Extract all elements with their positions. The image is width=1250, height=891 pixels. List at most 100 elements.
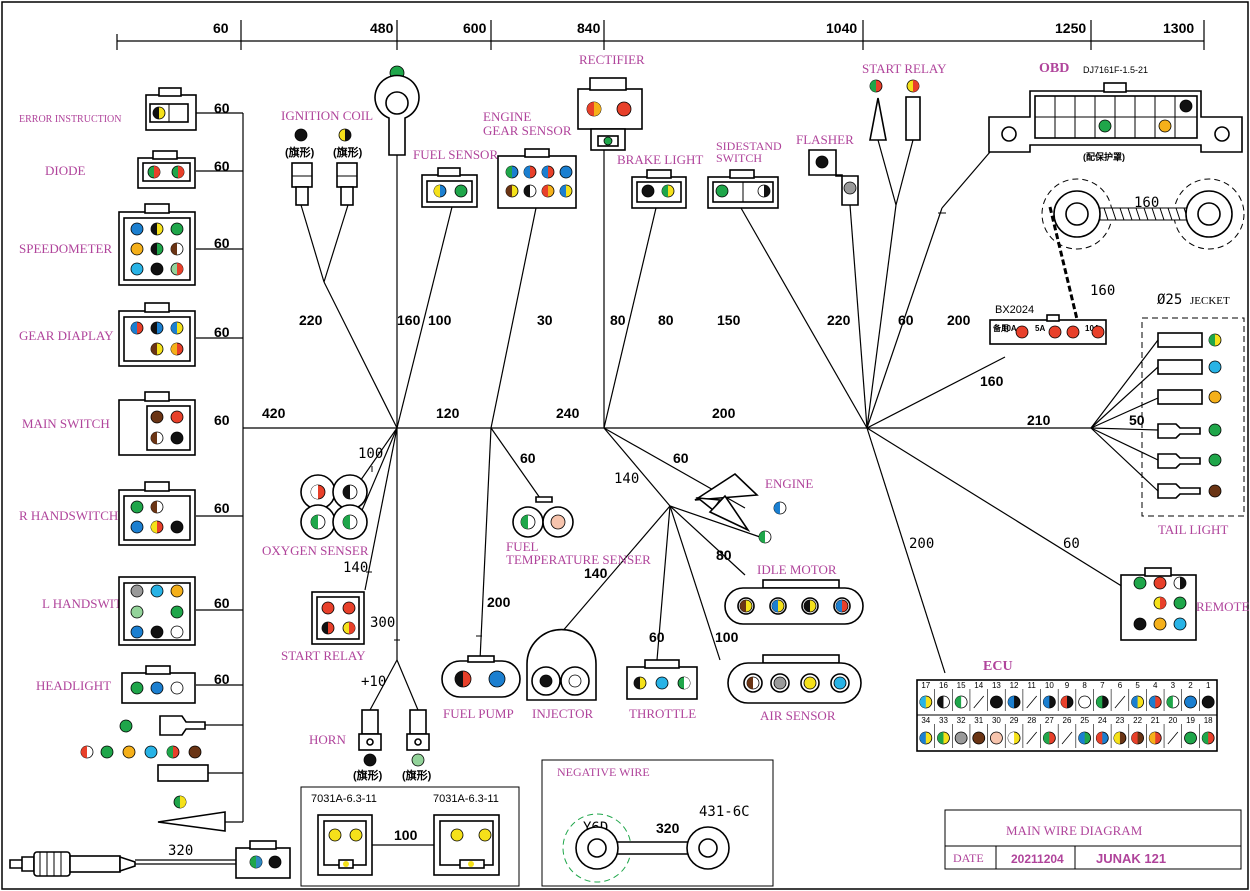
ecu-pin-number: 12 bbox=[1010, 681, 1019, 690]
length-error: 60 bbox=[214, 100, 230, 116]
scale-label-60: 60 bbox=[213, 20, 229, 36]
wire-length-labels: 60 60 60 60 60 60 60 60 420 220 160 100 … bbox=[168, 100, 1159, 859]
connector-rectifier: RECTIFIER bbox=[577, 52, 645, 151]
ecu-pin-half bbox=[1096, 696, 1103, 708]
length-bx-160: 160 bbox=[1090, 283, 1115, 299]
ecu-pin-number: 29 bbox=[1010, 716, 1019, 725]
box-connector-pair: 7031A-6.3-11 7031A-6.3-11 100 bbox=[300, 786, 520, 887]
label-date: DATE bbox=[953, 851, 984, 865]
ecu-pin-half bbox=[1008, 732, 1015, 744]
label-air-sensor: AIR SENSOR bbox=[760, 708, 836, 723]
ecu-pin-number: 4 bbox=[1153, 681, 1158, 690]
length-obd-200: 200 bbox=[947, 312, 971, 328]
length-gear-display: 60 bbox=[214, 324, 230, 340]
ecu-pin-half bbox=[1078, 732, 1085, 744]
ecu-pin-number: 2 bbox=[1188, 681, 1193, 690]
length-diode: 60 bbox=[214, 158, 230, 174]
label-gear-display: GEAR DIAPLAY bbox=[19, 328, 114, 343]
length-side-150: 150 bbox=[717, 312, 741, 328]
top-scale: 60 480 600 840 1040 1250 1300 bbox=[116, 20, 1205, 50]
label-injector: INJECTOR bbox=[532, 706, 593, 721]
label-horn: HORN bbox=[309, 732, 346, 747]
connector-horn: HORN (旗形) (旗形) bbox=[309, 709, 432, 782]
ecu-pin bbox=[1078, 695, 1092, 709]
length-l-handswitch: 60 bbox=[214, 595, 230, 611]
label-obd: OBD bbox=[1039, 61, 1069, 76]
ecu-pin-number: 7 bbox=[1100, 681, 1105, 690]
label-flag-2: (旗形) bbox=[333, 145, 363, 159]
length-fuel-100: 100 bbox=[428, 312, 452, 328]
length-fuse-160: 160 bbox=[980, 373, 1004, 389]
ecu-pin-half bbox=[1166, 696, 1173, 708]
label-connector-a: 7031A-6.3-11 bbox=[311, 793, 377, 805]
label-bx2024: BX2024 bbox=[995, 304, 1034, 316]
label-r-handswitch: R HANDSWITCH bbox=[19, 508, 118, 523]
connector-ecu: ECU 173416331532143113301229112810279268… bbox=[916, 659, 1218, 752]
length-flasher-220: 220 bbox=[827, 312, 851, 328]
ecu-pin-half bbox=[1043, 696, 1050, 708]
ecu-pin-number: 5 bbox=[1135, 681, 1140, 690]
connector-fuel-temperature-sensor: FUEL TEMPERATURE SENSER bbox=[506, 496, 651, 567]
label-sidestand-1: SIDESTAND bbox=[716, 139, 782, 153]
ecu-pin-half bbox=[1149, 696, 1156, 708]
connector-oxygen-sensor: OXYGEN SENSER bbox=[262, 474, 369, 558]
connector-l-handswitch: L HANDSWITCH bbox=[42, 576, 196, 646]
label-start-relay-top: START RELAY bbox=[862, 61, 947, 76]
length-tail-50: 50 bbox=[1129, 412, 1145, 428]
title-block: MAIN WIRE DIAGRAM DATE 20211204 JUNAK 12… bbox=[944, 809, 1242, 870]
ecu-pin-half bbox=[919, 732, 926, 744]
length-air-100: 100 bbox=[715, 629, 739, 645]
connector-start-relay: START RELAY bbox=[281, 591, 366, 663]
label-jacket: JECKET bbox=[1190, 295, 1230, 307]
length-main-420: 420 bbox=[262, 405, 286, 421]
ecu-empty-slot bbox=[1167, 731, 1179, 745]
ecu-pin-half bbox=[1202, 732, 1209, 744]
length-branch-140: 140 bbox=[614, 471, 639, 487]
ecu-pin-number: 25 bbox=[1080, 716, 1089, 725]
ecu-pin-half bbox=[1131, 732, 1138, 744]
connector-start-relay-top: START RELAY bbox=[862, 61, 947, 141]
ecu-pin-number: 34 bbox=[921, 716, 930, 725]
scale-label-1040: 1040 bbox=[826, 20, 857, 36]
scale-label-1250: 1250 bbox=[1055, 20, 1086, 36]
ecu-pin-number: 6 bbox=[1118, 681, 1123, 690]
ecu-pin-half bbox=[1061, 696, 1067, 708]
scale-label-840: 840 bbox=[577, 20, 601, 36]
ecu-pin-number: 18 bbox=[1204, 716, 1213, 725]
length-brake-80: 80 bbox=[658, 312, 674, 328]
length-ecu-200: 200 bbox=[909, 536, 934, 552]
length-thr-60: 60 bbox=[649, 629, 665, 645]
label-horn-flag-1: (旗形) bbox=[353, 768, 383, 782]
ring-terminals-battery bbox=[1041, 178, 1245, 250]
connector-brake-light: BRAKE LIGHT bbox=[617, 152, 703, 209]
ecu-pin-number: 27 bbox=[1045, 716, 1054, 725]
model-name: JUNAK 121 bbox=[1096, 851, 1166, 866]
connector-obd: OBD DJ7161F-1.5-21 (配保护罩) bbox=[988, 61, 1243, 162]
connector-diode: DIODE bbox=[45, 150, 196, 189]
ecu-pin-number: 14 bbox=[974, 681, 983, 690]
length-oxy-100: 100 bbox=[358, 446, 383, 462]
length-plug-320: 320 bbox=[168, 843, 193, 859]
connector-r-handswitch: R HANDSWITCH bbox=[19, 481, 196, 546]
tail-light-bundle: Ø25 JECKET TAIL LIGHT bbox=[1141, 292, 1245, 537]
label-main-switch: MAIN SWITCH bbox=[22, 416, 110, 431]
date-value: 20211204 bbox=[1011, 852, 1064, 866]
length-main-120: 120 bbox=[436, 405, 460, 421]
ecu-pin-number: 28 bbox=[1027, 716, 1036, 725]
label-throttle: THROTTLE bbox=[629, 706, 696, 721]
connector-flasher: FLASHER bbox=[796, 132, 859, 206]
connector-speedometer: SPEEDOMETER bbox=[19, 203, 196, 286]
label-error-instruction: ERROR INSTRUCTION bbox=[19, 114, 122, 125]
plug-320 bbox=[9, 840, 291, 879]
ecu-pin bbox=[990, 695, 1003, 709]
label-ecu: ECU bbox=[983, 659, 1013, 674]
ecu-pin bbox=[1184, 731, 1197, 745]
box-negative-wire: NEGATIVE WIRE Y6D 431-6C 320 bbox=[541, 759, 774, 887]
ecu-pin-number: 19 bbox=[1186, 716, 1195, 725]
ecu-pin-number: 31 bbox=[974, 716, 983, 725]
label-speedometer: SPEEDOMETER bbox=[19, 241, 113, 256]
label-engine-gear-2: GEAR SENSOR bbox=[483, 123, 572, 138]
ecu-pin-number: 1 bbox=[1206, 681, 1211, 690]
connector-air-sensor: AIR SENSOR bbox=[727, 654, 862, 723]
